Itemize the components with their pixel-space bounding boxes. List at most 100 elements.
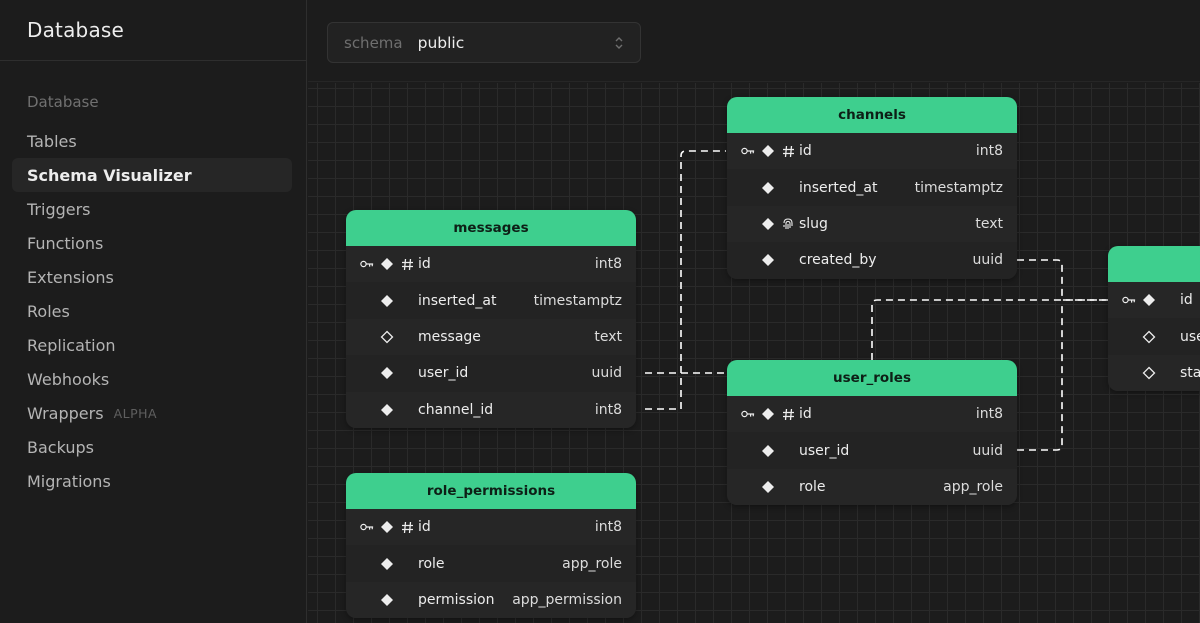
column-type: text [975, 215, 1003, 232]
column-icons [346, 403, 418, 417]
icon-slot-empty [741, 480, 755, 494]
column-icons [727, 407, 799, 421]
icon-slot-empty [400, 403, 414, 417]
table-column-row[interactable]: use [1108, 318, 1200, 355]
hash-icon [781, 407, 795, 421]
schema-canvas[interactable]: schema public [308, 0, 1200, 623]
column-name: user_id [799, 442, 850, 459]
icon-slot-empty [1162, 330, 1176, 344]
column-name: id [1180, 292, 1193, 309]
hash-icon [400, 520, 414, 534]
sidebar-item-schema-visualizer[interactable]: Schema Visualizer [12, 158, 292, 192]
column-name: id [418, 256, 431, 273]
column-type: int8 [594, 256, 622, 273]
sidebar-item-label: Wrappers [27, 403, 104, 423]
column-name: inserted_at [799, 179, 878, 196]
diamond-filled-icon [380, 593, 394, 607]
sidebar-item-extensions[interactable]: Extensions [12, 260, 292, 294]
table-column-row[interactable]: slug text [727, 205, 1017, 243]
hash-icon [400, 257, 414, 271]
icon-slot-empty [1122, 330, 1136, 344]
column-icons [727, 253, 799, 267]
column-type: uuid [591, 365, 622, 382]
table-node-title[interactable]: role_permissions [346, 473, 636, 509]
icon-slot-empty [400, 294, 414, 308]
table-column-row[interactable]: inserted_at timestamptz [727, 169, 1017, 206]
chevron-up-down-icon [614, 33, 624, 53]
sidebar-item-triggers[interactable]: Triggers [12, 192, 292, 226]
column-type: timestamptz [914, 179, 1003, 196]
icon-slot-empty [741, 444, 755, 458]
table-column-row[interactable]: user_id uuid [346, 355, 636, 392]
column-name: user_id [418, 365, 469, 382]
diamond-filled-icon [761, 444, 775, 458]
diamond-filled-icon [1142, 293, 1156, 307]
icon-slot-empty [741, 217, 755, 231]
diamond-filled-icon [380, 294, 394, 308]
icon-slot-empty [400, 366, 414, 380]
sidebar-item-replication[interactable]: Replication [12, 328, 292, 362]
table-node-title[interactable] [1108, 246, 1200, 282]
column-icons [1108, 293, 1180, 307]
diamond-filled-icon [761, 480, 775, 494]
table-node-title[interactable]: user_roles [727, 360, 1017, 396]
icon-slot-empty [741, 181, 755, 195]
column-name: slug [799, 215, 828, 232]
table-node-columns: id usesta [1108, 282, 1200, 392]
key-icon [741, 144, 755, 158]
table-node-partial[interactable]: id usesta [1108, 246, 1200, 392]
key-icon [360, 257, 374, 271]
column-type: int8 [594, 401, 622, 418]
icon-slot-empty [781, 181, 795, 195]
sidebar-item-roles[interactable]: Roles [12, 294, 292, 328]
diamond-filled-icon [380, 520, 394, 534]
table-node-title[interactable]: channels [727, 97, 1017, 133]
sidebar-item-label: Replication [27, 335, 116, 355]
icon-slot-empty [400, 557, 414, 571]
icon-slot-empty [741, 253, 755, 267]
key-icon [1122, 293, 1136, 307]
column-type: int8 [975, 143, 1003, 160]
column-type: int8 [975, 406, 1003, 423]
app-title: Database [27, 18, 125, 42]
table-column-row[interactable]: id int8 [346, 246, 636, 283]
column-icons [346, 366, 418, 380]
sidebar-item-backups[interactable]: Backups [12, 430, 292, 464]
column-name: created_by [799, 252, 877, 269]
diamond-filled-icon [380, 366, 394, 380]
sidebar-item-migrations[interactable]: Migrations [12, 464, 292, 498]
sidebar-item-functions[interactable]: Functions [12, 226, 292, 260]
schema-select[interactable]: schema public [327, 22, 641, 63]
column-icons [346, 330, 418, 344]
column-name: channel_id [418, 401, 494, 418]
diamond-filled-icon [761, 407, 775, 421]
table-column-row[interactable]: channel_id int8 [346, 391, 636, 428]
table-column-row[interactable]: sta [1108, 354, 1200, 392]
diamond-filled-icon [380, 557, 394, 571]
sidebar-item-webhooks[interactable]: Webhooks [12, 362, 292, 396]
icon-slot-empty [360, 403, 374, 417]
icon-slot-empty [400, 593, 414, 607]
table-node-title[interactable]: messages [346, 210, 636, 246]
table-column-row[interactable]: id [1108, 282, 1200, 319]
diamond-filled-icon [761, 144, 775, 158]
sidebar-item-tables[interactable]: Tables [12, 124, 292, 158]
